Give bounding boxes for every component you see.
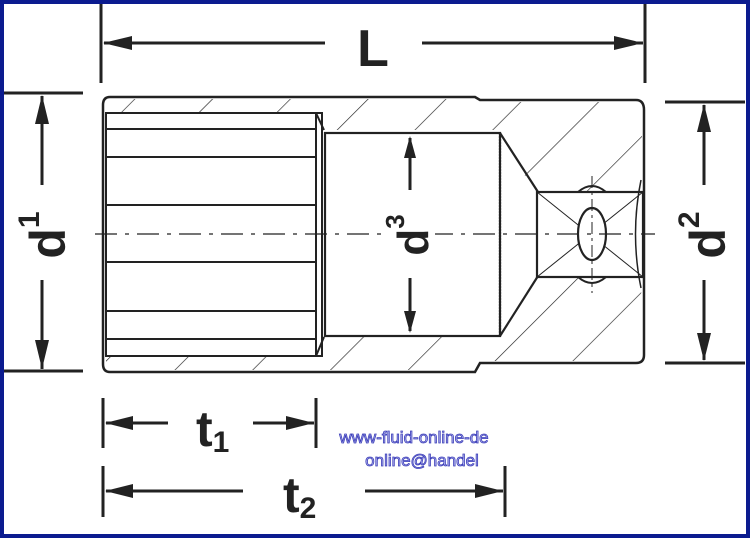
watermark: www-fluid-online-de online@handel [338,428,489,471]
watermark-line2: online@handel [365,451,479,470]
dimension-d2: d2 [665,100,745,365]
label-L: L [357,20,389,78]
dimension-t1: t1 [101,398,318,459]
label-t1: t1 [196,401,229,459]
dimension-L: L [99,4,647,83]
label-d1: d1 [13,211,76,258]
dimension-t2: t2 [101,466,507,525]
dimension-d1: d1 [4,91,83,373]
label-d3: d3 [380,214,438,255]
dimension-d3: d3 [380,136,438,333]
label-d2: d2 [673,211,736,258]
label-t2: t2 [283,467,316,525]
watermark-line1: www-fluid-online-de [338,428,488,447]
